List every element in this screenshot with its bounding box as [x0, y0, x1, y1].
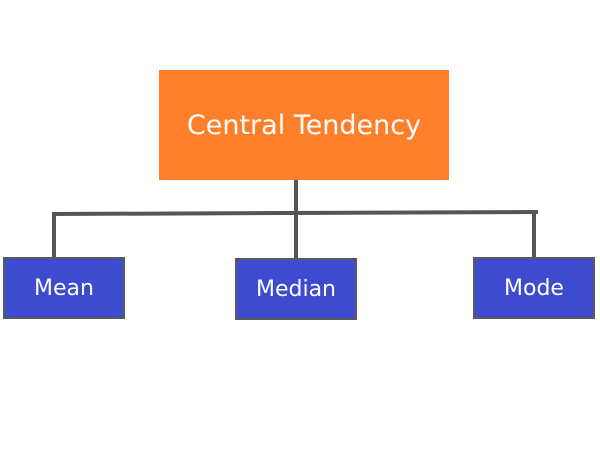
root-node-label: Central Tendency — [186, 109, 422, 141]
root-node-central-tendency: Central Tendency — [159, 70, 449, 180]
child-node-label-mode: Mode — [504, 275, 564, 301]
child-node-mode: Mode — [473, 257, 595, 319]
child-node-mean: Mean — [3, 257, 125, 319]
child-node-median: Median — [235, 258, 357, 320]
child-node-label-mean: Mean — [34, 275, 94, 301]
child-node-label-median: Median — [255, 276, 337, 302]
